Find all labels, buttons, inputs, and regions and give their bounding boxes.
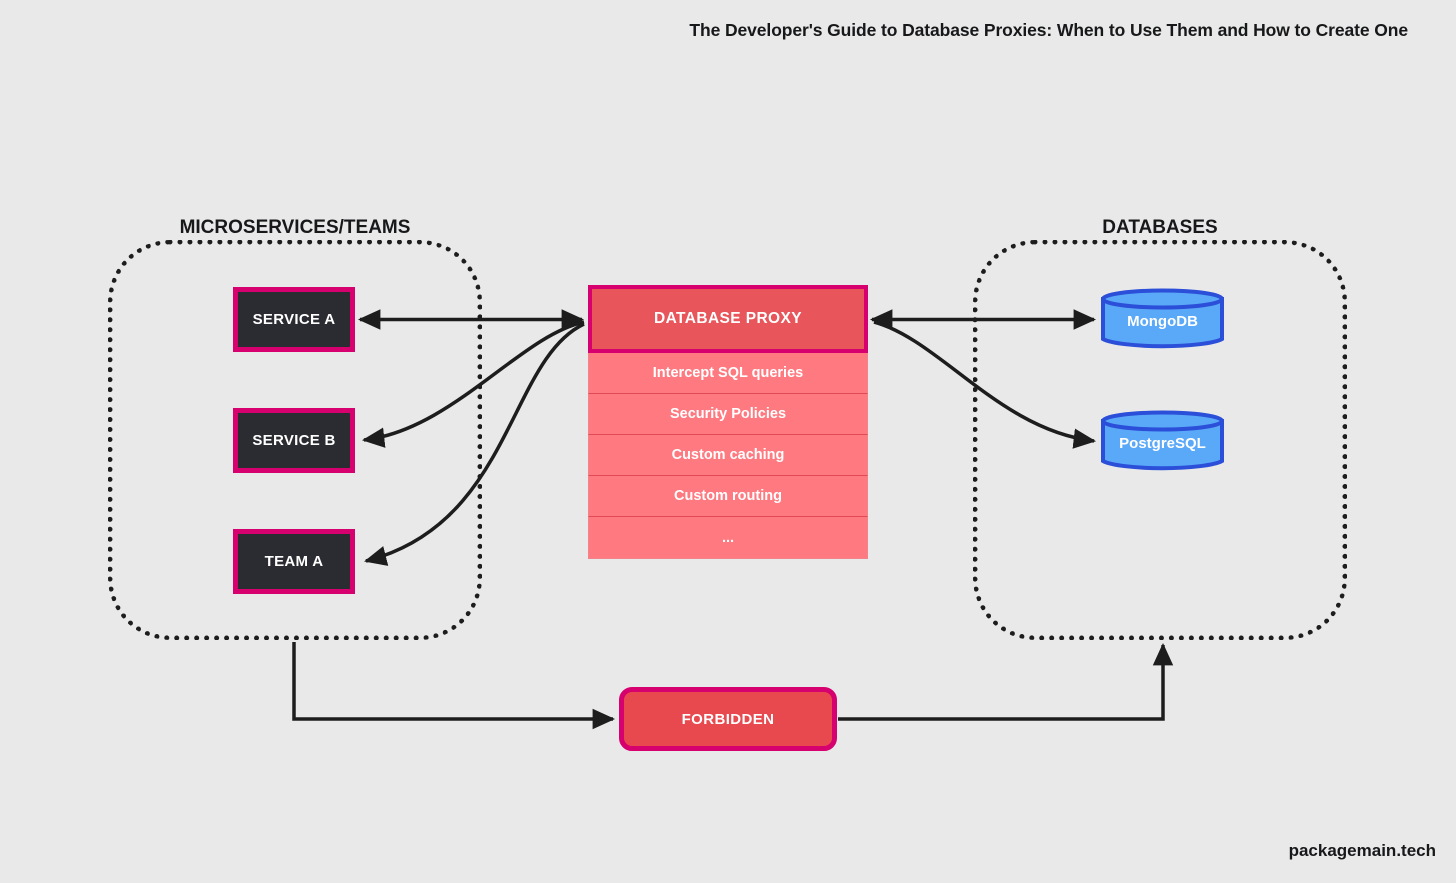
node-forbidden[interactable]: FORBIDDEN (619, 687, 837, 751)
cylinder-icon (1101, 288, 1224, 349)
proxy-feature-row[interactable]: Custom routing (588, 476, 868, 517)
database-proxy-stack: DATABASE PROXY Intercept SQL queries Sec… (588, 285, 868, 559)
node-service-a[interactable]: SERVICE A (233, 287, 355, 352)
proxy-feature-row[interactable]: Custom caching (588, 435, 868, 476)
node-team-a[interactable]: TEAM A (233, 529, 355, 594)
proxy-feature-row[interactable]: Intercept SQL queries (588, 353, 868, 394)
proxy-feature-label: Custom caching (671, 447, 785, 463)
group-label-microservices: MICROSERVICES/TEAMS (179, 217, 411, 238)
proxy-feature-label: Security Policies (669, 406, 787, 422)
proxy-feature-label: ... (721, 529, 735, 546)
edge-microservices-forbidden (292, 642, 616, 730)
proxy-feature-label: Intercept SQL queries (652, 365, 804, 381)
node-service-a-label: SERVICE A (252, 311, 336, 328)
node-service-b-label: SERVICE B (252, 432, 336, 449)
page-footer: packagemain.tech (1288, 841, 1436, 860)
proxy-header[interactable]: DATABASE PROXY (588, 285, 868, 353)
database-postgresql[interactable]: PostgreSQL (1100, 410, 1225, 472)
group-label-databases: DATABASES (1102, 217, 1218, 238)
node-service-b[interactable]: SERVICE B (233, 408, 355, 473)
page-title: The Developer's Guide to Database Proxie… (689, 20, 1408, 40)
node-forbidden-label: FORBIDDEN (681, 710, 775, 728)
proxy-header-label: DATABASE PROXY (654, 310, 802, 327)
database-mongodb[interactable]: MongoDB (1100, 288, 1225, 350)
edge-forbidden-databases (838, 642, 1174, 721)
node-team-a-label: TEAM A (264, 553, 324, 570)
cylinder-icon (1101, 410, 1224, 471)
proxy-feature-row[interactable]: Security Policies (588, 394, 868, 435)
proxy-feature-label: Custom routing (674, 488, 782, 504)
proxy-feature-row[interactable]: ... (588, 517, 868, 559)
